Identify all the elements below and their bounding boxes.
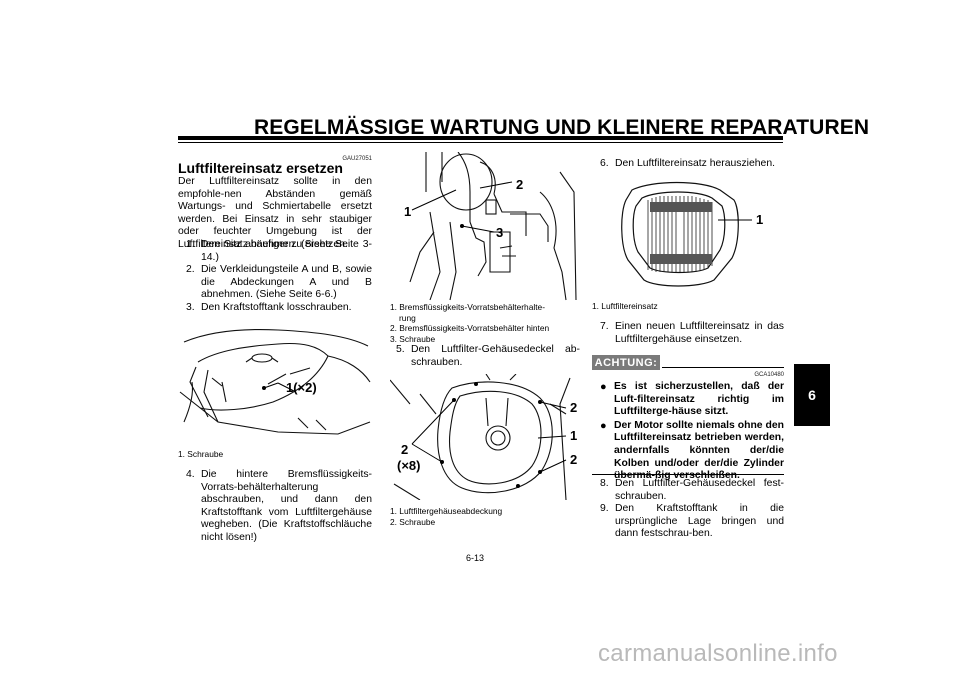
header-rule (178, 136, 783, 140)
warning-bottom-rule (592, 474, 784, 475)
step-2: 2.Die Verkleidungsteile A und B, sowie d… (186, 264, 372, 301)
figure-callout-3: 3 (496, 225, 504, 240)
figure-callout-2: 2 (516, 177, 524, 192)
section-title: Luftfiltereinsatz ersetzen (178, 160, 343, 176)
step-1: 1.Den Sitz abnehmen. (Siehe Seite 3-14.) (186, 239, 372, 263)
figure-callout-1: 1 (404, 204, 412, 219)
figure-callout: 1(×2) (286, 380, 317, 395)
header-rule-thin (178, 142, 783, 143)
figure-callout-1: 1 (570, 428, 578, 443)
section-code: GAU27051 (342, 156, 372, 162)
warning-label: ACHTUNG: (592, 355, 660, 370)
warning-bullet: ●Der Motor sollte niemals ohne den Luftf… (600, 419, 784, 482)
step-5: 5.Den Luftfilter-Gehäusedeckel ab-schrau… (396, 344, 580, 368)
bullet-icon: ● (600, 381, 607, 393)
figure-caption: 1. Schraube (178, 449, 224, 459)
reservoir-figure (390, 151, 580, 302)
fuel-tank-figure (178, 322, 372, 442)
figure-callout-multiplier: (×8) (397, 458, 421, 473)
steps-1-3: 1.Den Sitz abnehmen. (Siehe Seite 3-14.)… (186, 239, 372, 315)
figure-caption: 1. Bremsflüssigkeits-Vorratsbehälterhalt… (390, 302, 550, 344)
step-6: 6.Den Luftfiltereinsatz herausziehen. (600, 158, 775, 169)
steps-8-9: 8.Den Luftfilter-Gehäusedeckel fest-schr… (600, 478, 784, 541)
intro-paragraph: Der Luftfiltereinsatz sollte in den empf… (178, 176, 372, 250)
warning-bullets: ●Es ist sicherzustellen, daß der Luft-fi… (600, 381, 784, 483)
figure-caption: 1. Luftfiltergehäuseabdeckung 2. Schraub… (390, 506, 503, 527)
figure-caption: 1. Luftfiltereinsatz (592, 301, 658, 311)
step-9: 9.Den Kraftstofftank in die ursprünglich… (600, 503, 784, 540)
figure-callout-2: 2 (401, 442, 409, 457)
chapter-tab[interactable]: 6 (794, 364, 830, 426)
step-7: 7.Einen neuen Luftfiltereinsatz in das L… (600, 321, 784, 345)
page-number: 6-13 (466, 553, 485, 563)
figure-callout-2: 2 (570, 452, 578, 467)
warning-bullet: ●Es ist sicherzustellen, daß der Luft-fi… (600, 381, 784, 418)
figure-callout-1: 1 (756, 212, 764, 227)
page-title: REGELMÄSSIGE WARTUNG UND KLEINERE REPARA… (254, 116, 870, 139)
warning-code: GCA10480 (754, 372, 784, 378)
filter-housing-figure (389, 373, 580, 501)
step-4: 4.Die hintere Bremsflüssigkeits-Vorrats-… (186, 469, 372, 543)
air-filter-figure (592, 176, 784, 294)
warning-rule (662, 367, 784, 368)
step-8: 8.Den Luftfilter-Gehäusedeckel fest-schr… (600, 478, 784, 502)
step-3: 3.Den Kraftstofftank losschrauben. (186, 301, 352, 313)
watermark[interactable]: carmanualsonline.info (598, 640, 838, 667)
figure-callout-2: 2 (570, 400, 578, 415)
bullet-icon: ● (600, 419, 607, 432)
